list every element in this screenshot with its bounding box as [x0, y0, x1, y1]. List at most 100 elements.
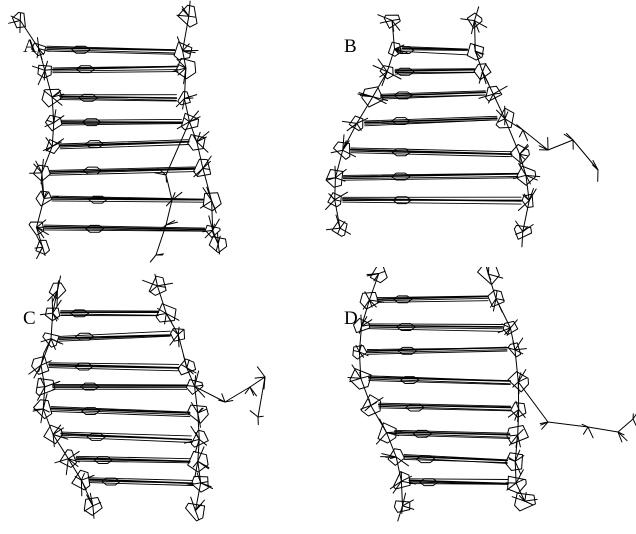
atom-bond — [495, 298, 505, 301]
sugar-ring — [33, 164, 51, 182]
sugar-ring — [333, 141, 351, 160]
sugar-ring — [507, 371, 529, 393]
atom-bond — [474, 50, 479, 60]
sugar-ring — [504, 452, 524, 471]
base-pair-stack — [342, 201, 522, 205]
base-pair-stack — [376, 300, 489, 303]
atom-bond — [171, 191, 183, 201]
sugar-ring — [37, 64, 52, 79]
atom-bond — [256, 366, 266, 378]
tail-chain — [194, 376, 266, 418]
atom-bond — [506, 482, 517, 491]
sugar-ring — [31, 355, 50, 375]
atom-bond — [377, 14, 393, 21]
sugar-ring — [177, 4, 198, 28]
atom-bond — [44, 338, 52, 353]
atom-bond — [515, 478, 525, 484]
atom-bond — [36, 48, 40, 59]
base-pair-stack — [366, 349, 508, 354]
base-pair-stack — [378, 407, 512, 412]
sugar-ring — [33, 399, 53, 420]
base-pair-stack — [61, 122, 182, 124]
base-ring — [391, 148, 411, 157]
atom-bond — [51, 138, 64, 147]
sugar-ring — [473, 63, 492, 81]
atom-bond — [525, 174, 541, 178]
base-pair-stack — [61, 118, 182, 121]
base-pair-stack — [378, 402, 512, 407]
atom-bond — [381, 71, 388, 87]
base-pair-stack — [51, 196, 205, 201]
atom-bond — [177, 326, 180, 336]
atom-bond — [361, 316, 368, 327]
atom-bond — [254, 376, 266, 379]
atom-bond — [339, 227, 351, 235]
base-ring — [412, 429, 432, 438]
atom-bond — [368, 299, 377, 308]
atom-bond — [80, 474, 95, 481]
base-ring — [405, 403, 425, 412]
sugar-ring — [187, 134, 206, 151]
atom-bond — [196, 136, 207, 143]
atom-bond — [379, 418, 388, 434]
atom-bond — [176, 58, 187, 69]
sugar-ring — [28, 221, 45, 236]
base-pair-stack — [376, 295, 489, 301]
atom-bond — [366, 273, 380, 277]
atom-bond — [325, 199, 336, 210]
base-pair-stack — [379, 91, 487, 97]
atom-bond — [337, 227, 341, 235]
atom-bond — [67, 458, 79, 467]
base-pair-stack — [75, 455, 191, 460]
atom-bond — [67, 450, 80, 460]
sugar-ring — [509, 144, 530, 165]
sugar-ring — [392, 471, 411, 490]
atom-bond — [487, 273, 492, 281]
base-pair-stack — [59, 141, 190, 148]
atom-bond — [358, 344, 362, 353]
atom-bond — [360, 314, 363, 327]
sugar-ring — [170, 328, 186, 342]
atom-bond — [224, 400, 234, 403]
base-pair-stack — [59, 140, 190, 147]
base-pair-stack — [378, 405, 512, 411]
atom-bond — [42, 393, 48, 410]
atom-bond — [186, 359, 190, 369]
atom-bond — [326, 177, 336, 181]
atom-bond — [37, 386, 46, 401]
atom-bond — [51, 96, 63, 106]
sugar-ring — [331, 219, 348, 237]
atom-bond — [197, 407, 203, 414]
atom-bond — [42, 246, 46, 257]
atom-bond — [44, 380, 61, 388]
atom-bond — [52, 114, 55, 124]
base-pair-stack — [49, 167, 196, 173]
base-pair-stack — [48, 362, 180, 365]
atom-bond — [208, 215, 214, 231]
base-ring — [75, 332, 95, 341]
atom-bond — [190, 496, 196, 512]
atom-bond — [183, 97, 194, 100]
atom-bond — [488, 93, 494, 104]
base-pair-stack — [50, 409, 191, 416]
atom-bond — [84, 505, 94, 512]
sugar-ring — [393, 500, 411, 513]
base-ring — [86, 433, 106, 441]
base-pair-stack — [50, 406, 191, 413]
atom-bond — [142, 279, 158, 287]
atom-bond — [473, 6, 480, 22]
atom-bond — [177, 67, 187, 76]
atom-bond — [487, 267, 490, 275]
backbone-right — [487, 273, 526, 502]
atom-bond — [482, 63, 487, 73]
base-pair-stack — [50, 410, 191, 418]
backbone-left — [358, 273, 403, 507]
atom-bond — [249, 410, 259, 418]
atom-bond — [221, 393, 226, 403]
atom-bond — [516, 124, 524, 131]
atom-bond — [196, 131, 201, 143]
base-pair-stack — [59, 99, 177, 102]
atom-bond — [211, 200, 217, 214]
atom-bond — [351, 122, 358, 129]
base-pair-stack — [342, 176, 519, 180]
